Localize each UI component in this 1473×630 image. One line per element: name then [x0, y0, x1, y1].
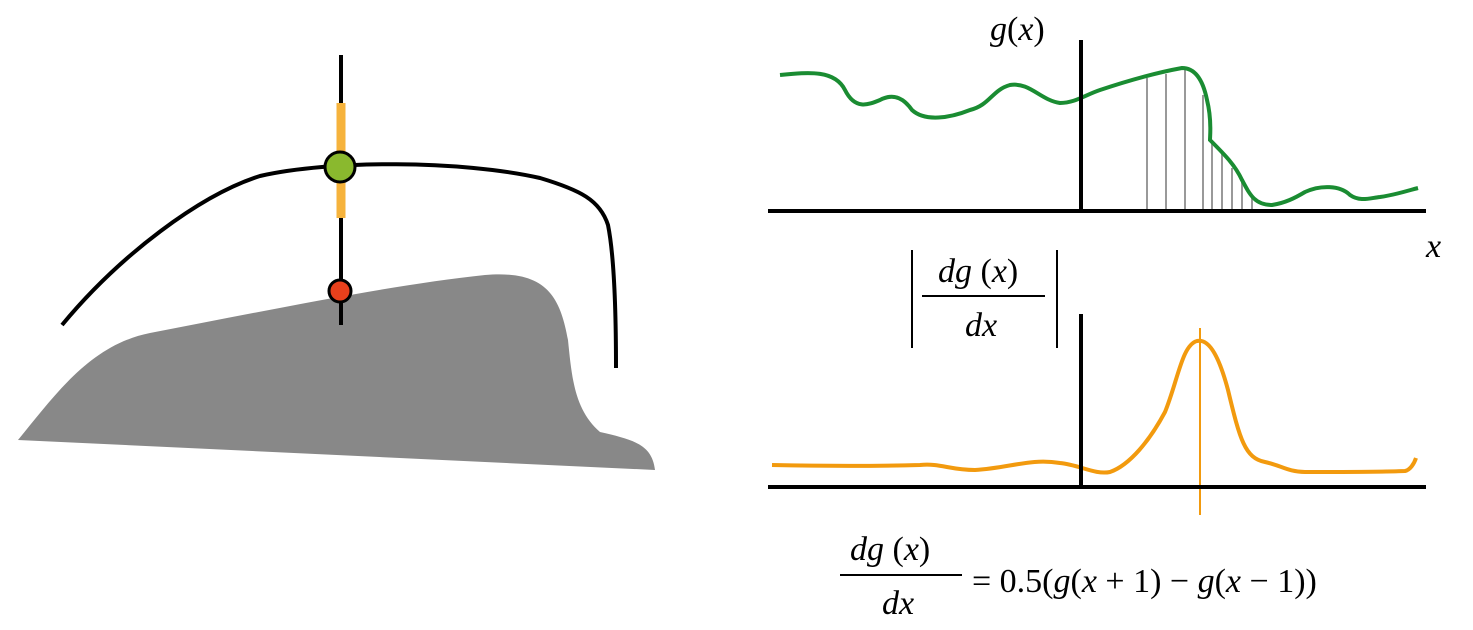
derivative-plot: dg (x) dx: [768, 250, 1426, 515]
left-scene: [18, 55, 655, 470]
g-axis-label: g(x): [990, 11, 1045, 48]
formula-numerator: dg (x): [850, 531, 930, 568]
hatch-lines: [1146, 69, 1253, 211]
formula-rhs: = 0.5(g(x + 1) − g(x − 1)): [972, 563, 1317, 600]
g-plot: g(x) x: [768, 11, 1441, 265]
gray-surface-shape: [18, 274, 655, 470]
black-arc-curve: [60, 162, 618, 369]
deriv-numerator: dg (x): [938, 253, 1018, 290]
green-intersection-point: [323, 150, 357, 184]
derivative-curve: [771, 338, 1418, 475]
formula-denominator: dx: [882, 585, 914, 622]
derivative-formula: dg (x) dx = 0.5(g(x + 1) − g(x − 1)): [840, 531, 1317, 622]
red-surface-point: [327, 278, 353, 304]
deriv-denominator: dx: [965, 307, 997, 344]
g-curve: [779, 65, 1419, 208]
x-axis-label: x: [1425, 228, 1441, 265]
